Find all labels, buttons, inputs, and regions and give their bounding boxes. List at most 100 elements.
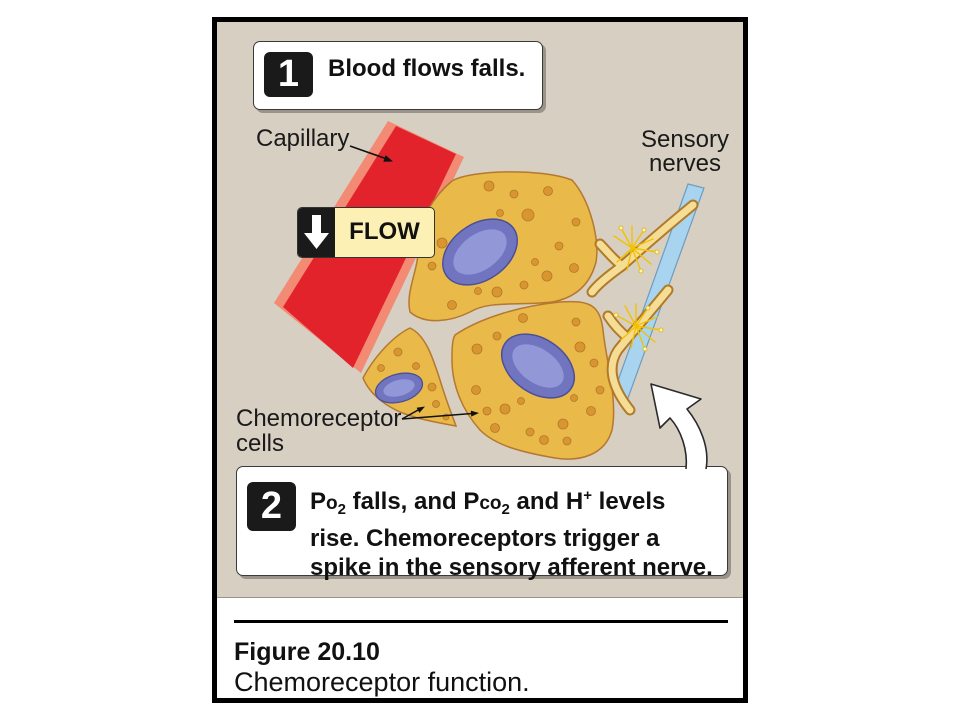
spike-ray <box>631 247 658 253</box>
granule <box>562 436 572 446</box>
chemoreceptor-pointers <box>401 406 479 420</box>
granule <box>571 217 581 227</box>
pointer-head <box>416 406 425 413</box>
down-arrow-head <box>304 233 329 249</box>
granule <box>483 180 495 192</box>
granule <box>543 186 553 196</box>
spike-spark <box>645 305 651 311</box>
pco2-subscript: 2 <box>501 501 510 518</box>
granule <box>595 385 605 395</box>
granule <box>521 208 535 222</box>
spike-ray <box>616 247 633 263</box>
step-2-callout: 2 Po2 falls, and Pco2 and H+ levels rise… <box>236 466 728 581</box>
pointer-to-bottom-cell <box>401 412 473 420</box>
granule <box>519 280 529 290</box>
spike-spark <box>618 225 624 231</box>
granule <box>589 358 599 368</box>
granule <box>518 313 528 323</box>
nucleus-interior <box>453 229 507 275</box>
nerve-ending-upper <box>586 199 699 298</box>
step-2-number-badge: 2 <box>247 482 296 531</box>
granule <box>432 400 440 408</box>
granule <box>557 418 569 430</box>
sensory-nerve <box>586 183 705 416</box>
po2-symbol-o: o <box>326 493 338 514</box>
capillary-pointer-head <box>383 155 393 162</box>
granule <box>427 382 437 392</box>
granule <box>541 270 553 282</box>
nucleus <box>374 372 424 404</box>
spike-ray <box>631 247 642 272</box>
spike-ray <box>613 235 633 249</box>
flow-label: FLOW <box>349 218 420 245</box>
pointer-to-small-cell <box>401 408 420 420</box>
granule <box>571 317 581 327</box>
down-arrow-icon-glyph <box>304 215 329 249</box>
step-2-line-1: Po2 falls, and Pco2 and H+ levels <box>310 481 713 524</box>
granule <box>471 343 483 355</box>
step-2-line-2: rise. Chemoreceptors trigger a <box>310 525 660 552</box>
chemoreceptor-cells-label-line-2: cells <box>236 430 285 457</box>
spike-ray <box>631 247 652 265</box>
granule <box>412 362 420 370</box>
step-1-text: Blood flows falls. <box>328 55 526 82</box>
spike-ray <box>631 229 645 249</box>
granule <box>393 347 403 357</box>
granule <box>509 189 519 199</box>
spike-ray <box>626 247 633 271</box>
nucleus <box>442 218 518 286</box>
granule <box>554 241 564 251</box>
chemoreceptor-cells-label-line-1: Chemoreceptor <box>236 405 402 432</box>
step-2-text-segment: and H <box>509 488 584 515</box>
spike-spark <box>638 268 644 274</box>
down-arrow-icon <box>298 208 335 257</box>
spike-burst-lower <box>613 303 664 352</box>
po2-symbol-p: P <box>310 488 327 515</box>
spike-spark <box>613 312 619 318</box>
capillary-pointer-line <box>349 145 388 160</box>
granule <box>569 263 579 273</box>
flow-indicator: FLOW <box>297 207 435 258</box>
spike-ray <box>631 238 654 249</box>
granule <box>492 331 502 341</box>
granule <box>482 406 492 416</box>
spike-burst-upper <box>613 225 660 274</box>
spike-ray <box>635 307 649 327</box>
chemoreceptor-cells-label: Chemoreceptor cells <box>236 406 401 456</box>
granule <box>525 427 535 437</box>
sensory-nerve-fiber <box>613 183 705 399</box>
spike-ray <box>615 314 637 327</box>
granules <box>377 347 450 421</box>
spike-ray <box>624 305 637 327</box>
granule <box>491 286 503 298</box>
step-2-text-segment: falls, and P <box>345 488 480 515</box>
spike-spark <box>658 327 664 333</box>
sensory-nerves-label-line-1: Sensory <box>640 126 730 153</box>
h-plus-superscript: + <box>583 487 592 504</box>
pointer-head <box>470 410 479 417</box>
spike-ray <box>620 227 633 249</box>
granules <box>427 180 581 310</box>
granule <box>531 258 539 266</box>
granule <box>436 237 448 249</box>
step-1-number-badge: 1 <box>264 52 313 97</box>
granule <box>570 394 578 402</box>
granule <box>586 406 596 416</box>
chemoreceptor-cell-bottom <box>451 300 615 460</box>
nucleus-interior <box>512 344 564 388</box>
granule <box>427 261 437 271</box>
capillary-label: Capillary <box>256 125 350 152</box>
granule <box>574 341 586 353</box>
granule <box>377 364 385 372</box>
capillary-pointer <box>349 145 393 162</box>
spike-ray <box>635 325 656 343</box>
sensory-nerves-label-line-2: nerves <box>648 150 722 177</box>
step-2-text-segment: levels <box>591 488 666 515</box>
figure-number: Figure 20.10 <box>234 638 380 666</box>
granule <box>499 403 511 415</box>
spike-spark <box>641 227 647 233</box>
step-2-text: Po2 falls, and Pco2 and H+ levels rise. … <box>310 481 713 582</box>
chemoreceptor-cell-small <box>362 327 458 427</box>
